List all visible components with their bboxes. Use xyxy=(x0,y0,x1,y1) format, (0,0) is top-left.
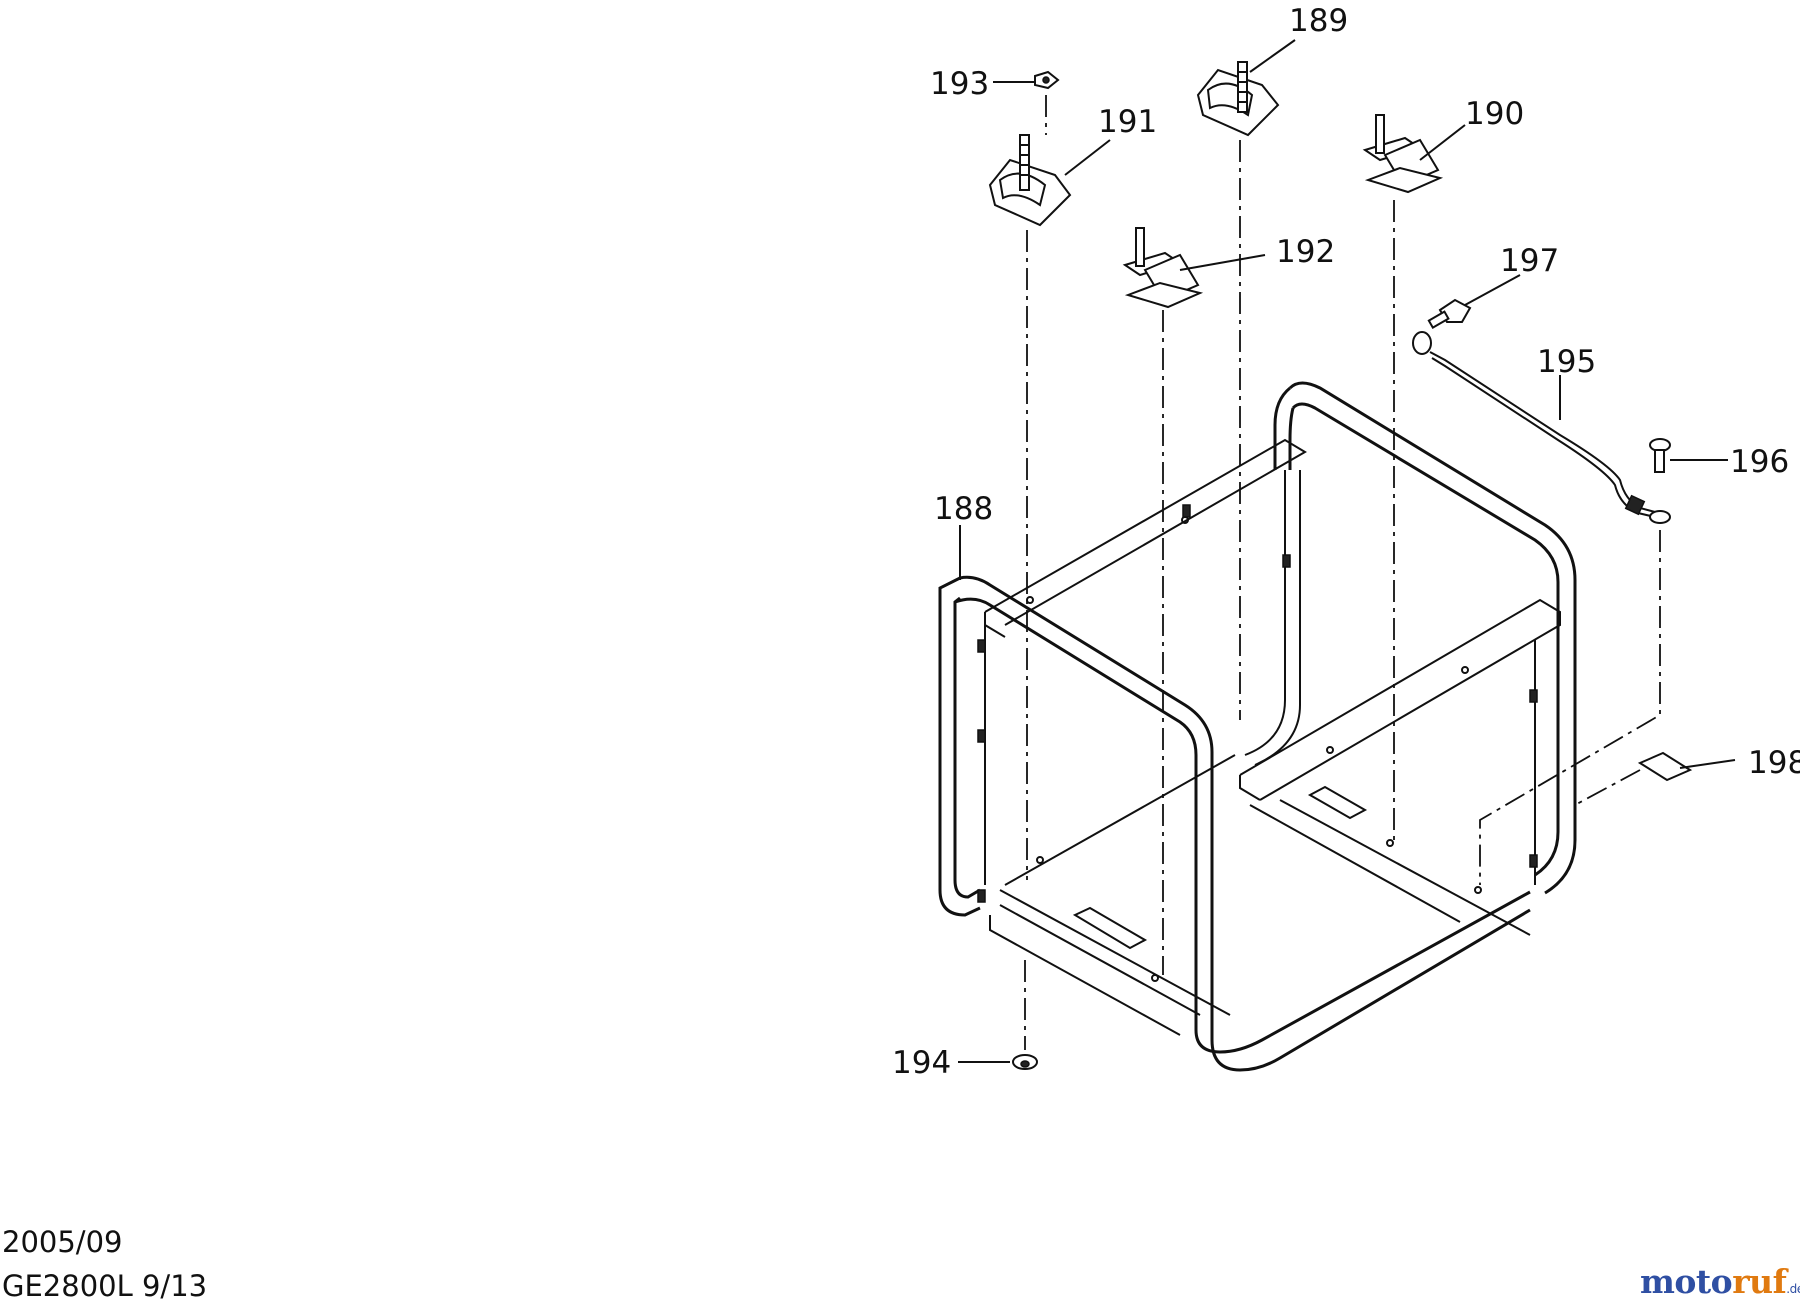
screw-196 xyxy=(1649,438,1671,473)
part-label-194: 194 xyxy=(892,1045,951,1081)
part-label-193: 193 xyxy=(930,66,989,102)
mount-189 xyxy=(1196,61,1280,137)
part-label-196: 196 xyxy=(1730,444,1789,480)
mount-192 xyxy=(1122,227,1204,309)
wire-195 xyxy=(1412,331,1671,524)
bolt-197 xyxy=(1427,298,1472,329)
part-label-197: 197 xyxy=(1500,243,1559,279)
part-labels: 193 191 189 190 192 197 195 196 188 198 … xyxy=(892,3,1800,1081)
footer-page-number: GE2800L 9/13 xyxy=(2,1269,208,1303)
leader-lines xyxy=(958,39,1736,1063)
footer-date: 2005/09 xyxy=(2,1225,123,1259)
mount-191 xyxy=(988,134,1072,227)
assembly-lines xyxy=(1024,95,1661,1050)
nut-193 xyxy=(1034,70,1060,90)
nut-194 xyxy=(1012,1054,1038,1070)
part-label-198: 198 xyxy=(1748,745,1800,781)
part-label-190: 190 xyxy=(1465,96,1524,132)
tube-frame xyxy=(938,381,1577,1072)
mount-190 xyxy=(1362,114,1444,194)
motoruf-logo: motoruf.de xyxy=(1640,1262,1800,1301)
part-label-189: 189 xyxy=(1289,3,1348,39)
label-198 xyxy=(1637,751,1693,782)
base-frame xyxy=(977,438,1561,1036)
part-label-192: 192 xyxy=(1276,234,1335,270)
part-label-195: 195 xyxy=(1537,344,1596,380)
logo-part-1: moto xyxy=(1640,1262,1733,1301)
part-label-191: 191 xyxy=(1098,104,1157,140)
logo-suffix: .de xyxy=(1786,1282,1800,1296)
part-label-188: 188 xyxy=(934,491,993,527)
logo-part-2: ruf xyxy=(1732,1262,1787,1301)
